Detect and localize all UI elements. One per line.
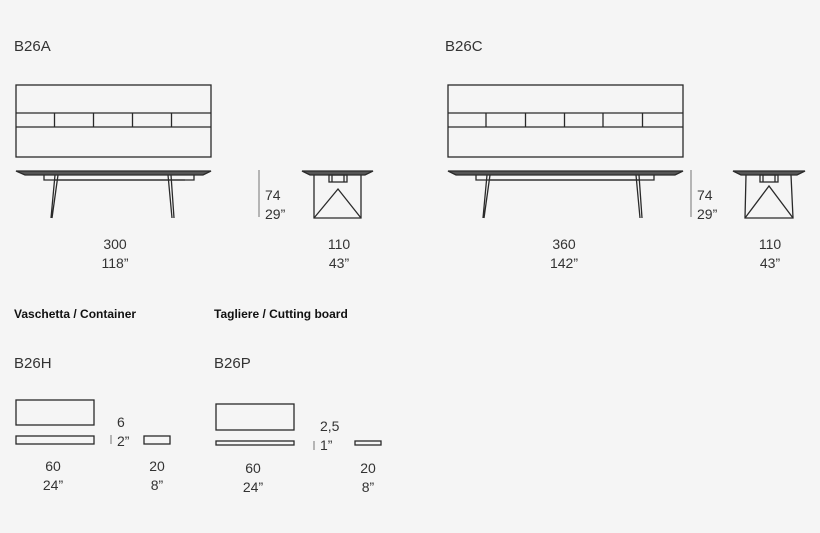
b26a-end-view	[301, 170, 374, 219]
b26p-length-label: 60 24”	[242, 460, 264, 495]
product-code-b26h: B26H	[14, 355, 52, 372]
b26h-height-label: 6 2”	[117, 414, 130, 449]
product-code-b26c: B26C	[445, 38, 483, 55]
product-code-b26a: B26A	[14, 38, 51, 55]
b26a-length-label: 300 118”	[101, 236, 129, 271]
b26h-drawings	[15, 399, 171, 445]
b26c-end-view	[732, 170, 806, 219]
b26a-depth-label: 110 43”	[327, 236, 351, 271]
b26c-top-view	[447, 84, 684, 158]
b26a-side-view	[15, 170, 212, 219]
b26p-height-label: 2,5 1”	[320, 418, 340, 453]
b26c-depth-label: 110 43”	[758, 236, 782, 271]
b26c-length-label: 360 142”	[549, 236, 579, 271]
b26p-depth-label: 20 8”	[360, 460, 376, 495]
section-title-cutting-board: Tagliere / Cutting board	[214, 307, 348, 321]
b26p-drawings	[215, 403, 382, 446]
product-code-b26p: B26P	[214, 355, 251, 372]
b26c-height-label: 74 29”	[697, 187, 718, 222]
b26c-side-view	[447, 170, 684, 219]
b26h-depth-label: 20 8”	[149, 458, 165, 493]
b26a-height-label: 74 29”	[265, 187, 286, 222]
b26a-top-view	[15, 84, 212, 158]
section-title-container: Vaschetta / Container	[14, 307, 137, 321]
b26h-length-label: 60 24”	[42, 458, 64, 493]
